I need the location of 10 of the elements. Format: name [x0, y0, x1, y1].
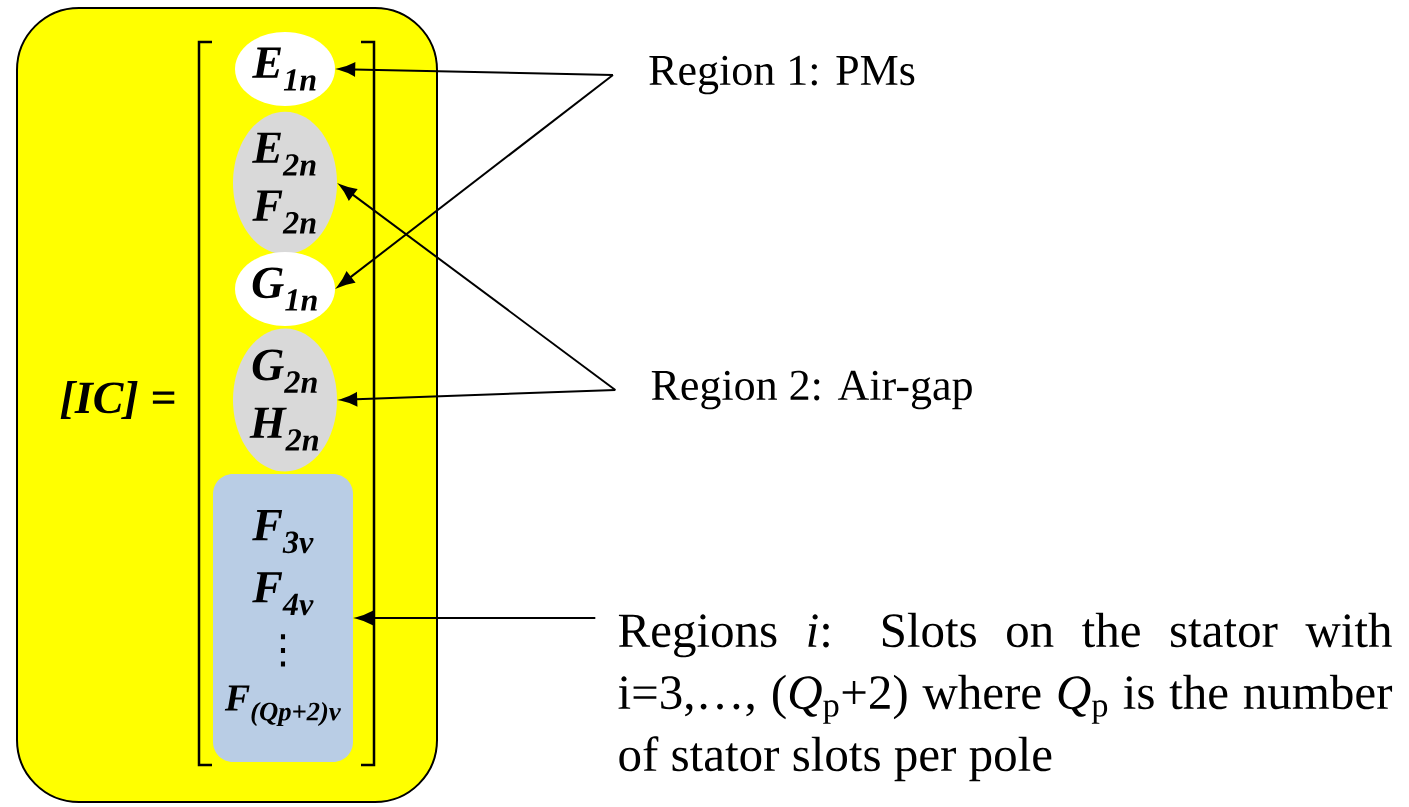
arrow	[338, 62, 614, 77]
arrow	[356, 611, 597, 625]
arrow	[340, 389, 617, 407]
arrow	[339, 184, 617, 391]
arrow	[337, 74, 614, 288]
entry-box: F$_{3v}$ F$_{4v}$ ⋮ F$_{(Qp+2)v}$	[213, 474, 353, 762]
matrix-symbol: [IC] =	[60, 380, 175, 420]
region-note: Region 1: PMs	[649, 55, 915, 95]
region-note: Regions i: Slots on the stator with i=3,…, (Q$_{p}$+2) where Q$_{p}$ is the number of stator slots per pole	[618, 612, 1393, 782]
region-note: Region 2: Air-gap	[651, 370, 972, 410]
